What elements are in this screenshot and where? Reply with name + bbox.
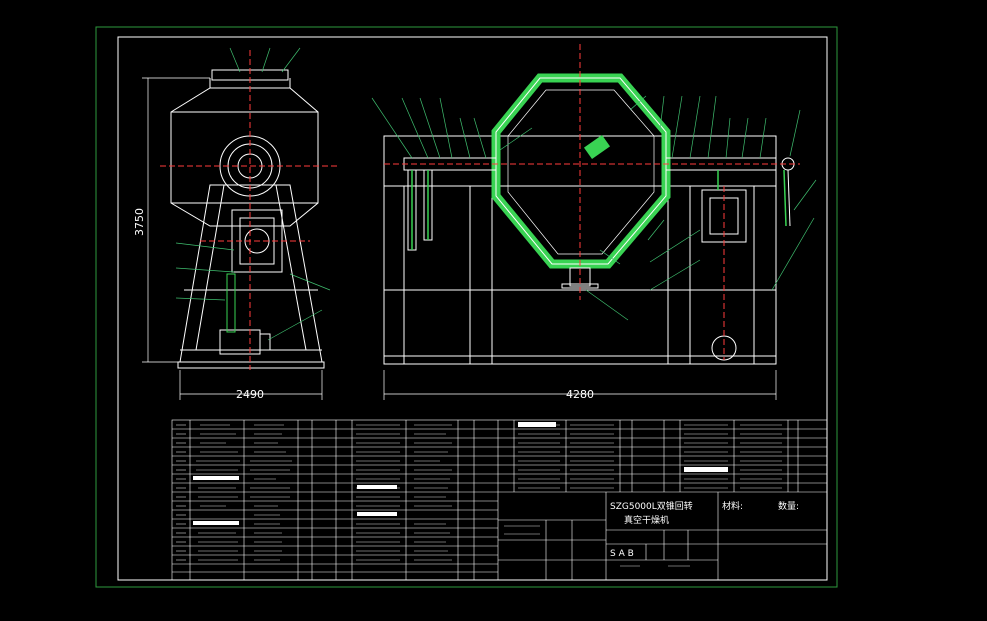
title-block-stage-mark: S A B [610, 549, 634, 559]
outer-frame [95, 26, 838, 588]
dim-side-height: 3750 [133, 208, 146, 236]
front-green-parts [411, 169, 787, 250]
side-view [170, 69, 325, 369]
title-block-quantity-label: 数量: [778, 500, 799, 512]
side-leaders [175, 47, 331, 341]
cone-vessel [491, 73, 671, 289]
front-dimensions [383, 370, 777, 400]
inner-frame [117, 36, 828, 581]
front-center-lines [384, 44, 800, 360]
title-block-material-label: 材料: [722, 500, 743, 512]
parts-list-grid [171, 419, 828, 581]
title-block-product-title: SZG5000L双锥回转 [610, 500, 693, 512]
side-dimensions [142, 77, 323, 400]
dim-side-width: 2490 [236, 388, 264, 401]
parts-list-filled-cells [193, 422, 728, 525]
dim-front-width: 4280 [566, 388, 594, 401]
belt-guard [226, 273, 236, 333]
front-leaders [371, 95, 817, 321]
front-shaft [403, 157, 795, 361]
side-center-lines [160, 50, 340, 370]
parts-list-text-strokes [176, 424, 782, 567]
title-block-product-subtitle: 真空干燥机 [624, 514, 669, 526]
